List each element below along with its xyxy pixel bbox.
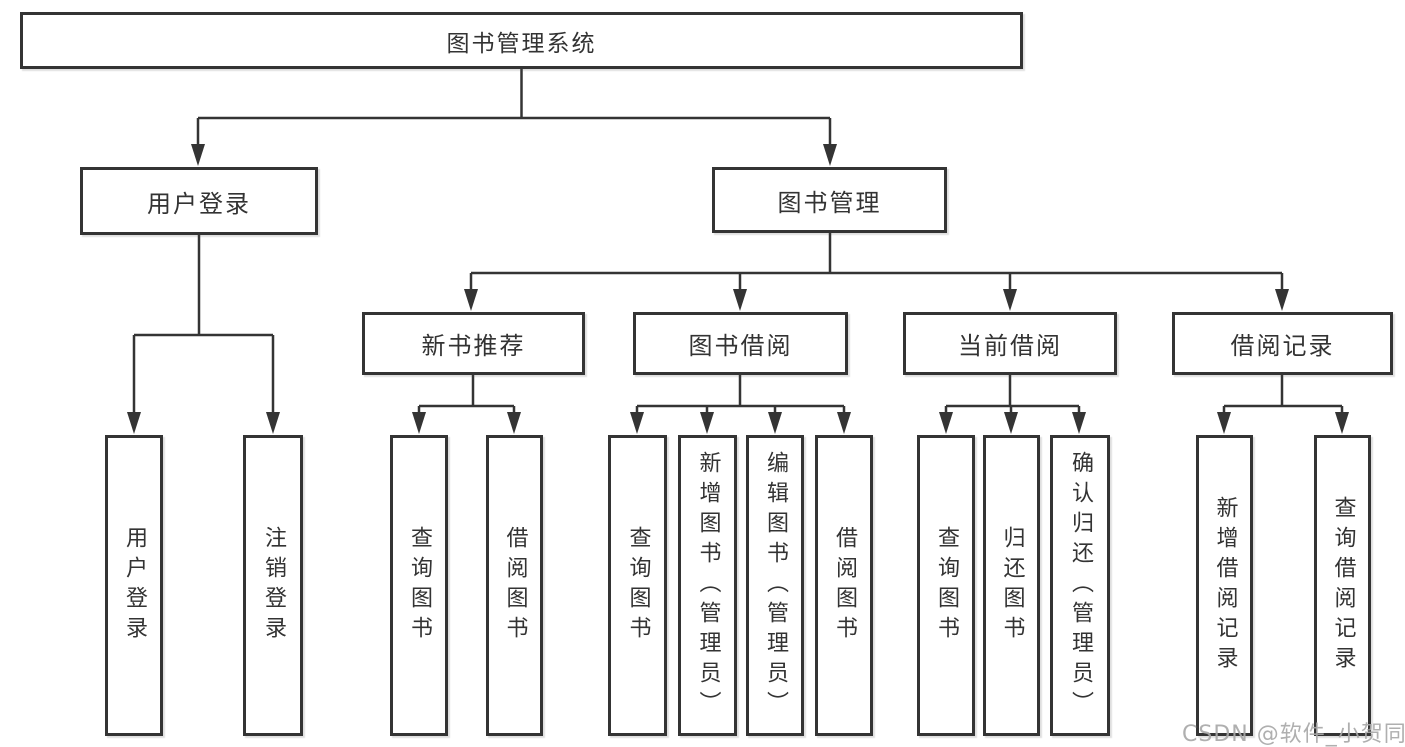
- node-query-books-borrowing: 查询图书: [608, 435, 667, 736]
- node-new-book-recommendation: 新书推荐: [362, 312, 585, 375]
- node-edit-book-admin: 编辑图书（管理员）: [746, 435, 804, 736]
- arrowheads: [127, 144, 1349, 434]
- node-logout: 注销登录: [243, 435, 303, 736]
- node-borrow-books-recommend: 借阅图书: [486, 435, 543, 736]
- node-book-management: 图书管理: [712, 167, 947, 233]
- node-query-books-recommend: 查询图书: [390, 435, 448, 736]
- node-add-book-admin: 新增图书（管理员）: [678, 435, 737, 736]
- node-query-borrow-record: 查询借阅记录: [1314, 435, 1371, 736]
- node-borrowing-records: 借阅记录: [1172, 312, 1393, 375]
- csdn-watermark: CSDN @软件_小贺同学: [1182, 722, 1405, 747]
- node-return-book: 归还图书: [983, 435, 1040, 736]
- node-book-borrowing: 图书借阅: [633, 312, 848, 375]
- node-query-books-current: 查询图书: [917, 435, 975, 736]
- node-add-borrow-record: 新增借阅记录: [1196, 435, 1253, 736]
- node-user-login: 用户登录: [105, 435, 163, 736]
- node-borrow-books-borrowing: 借阅图书: [815, 435, 873, 736]
- node-library-management-system: 图书管理系统: [20, 12, 1023, 69]
- node-current-borrowing: 当前借阅: [903, 312, 1117, 375]
- node-user-login-branch: 用户登录: [80, 167, 318, 235]
- node-confirm-return-admin: 确认归还（管理员）: [1050, 435, 1110, 736]
